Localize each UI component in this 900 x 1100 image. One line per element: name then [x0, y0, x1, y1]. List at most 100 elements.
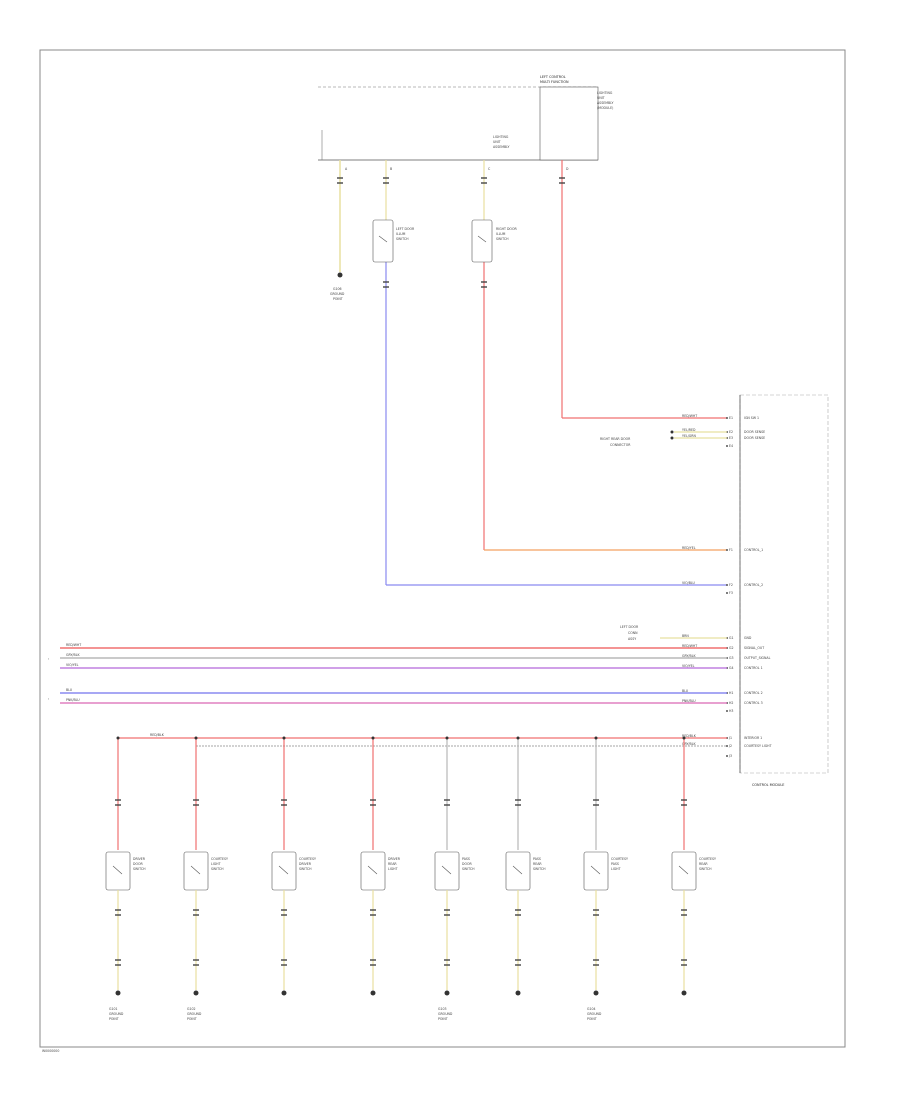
pin-function-label: COURTESY LIGHT	[744, 744, 772, 748]
pin-a-label: A	[345, 167, 348, 171]
door-connector-note-2: CONNECTOR	[610, 443, 631, 447]
switch-contact-icon	[367, 865, 378, 875]
switch-contact-icon	[378, 235, 388, 243]
left-arrow-icon: ‹	[48, 657, 49, 661]
ground-symbol-icon	[281, 990, 287, 996]
top-module-text-r2: UNIT	[597, 96, 605, 100]
pin-wire-label: RED/YEL	[682, 546, 696, 550]
switch-body	[360, 851, 386, 891]
left-wire-label-4: BLU	[66, 688, 73, 692]
ground-symbol-icon	[593, 990, 599, 996]
switch-body	[183, 851, 209, 891]
bottom-ground-label: GROUND	[438, 1012, 453, 1016]
left-wire-label-3: VIO/YEL	[66, 663, 79, 667]
pin-number: E1	[729, 416, 733, 420]
top-left-switch-label-2: ILLUM	[396, 232, 406, 236]
switch-body	[434, 851, 460, 891]
switch-body	[372, 219, 394, 263]
pin-terminal-icon	[726, 755, 728, 757]
switch-contact-icon	[678, 865, 689, 875]
pin-function-label: GND	[744, 636, 752, 640]
left-door-note-1: LEFT DOOR	[620, 625, 639, 629]
splice-dot-icon	[445, 736, 449, 740]
pin-wire-label: PNK/BLU	[682, 699, 696, 703]
bottom-switch-label: COURTESY	[611, 857, 628, 861]
door-connector-note: RIGHT REAR DOOR CONNECTOR	[600, 430, 727, 447]
bottom-switch-label: PASS	[462, 857, 470, 861]
pin-wire-label: RED/BLK	[682, 734, 697, 738]
pin-wire-label: GRY/BLK	[682, 742, 696, 746]
pin-wire-label: BLU	[682, 689, 689, 693]
bottom-ground-label: GROUND	[587, 1012, 602, 1016]
pin-wire-label: VIO/YEL	[682, 664, 695, 668]
bottom-switch-label: DOOR	[133, 862, 143, 866]
pin-wire-label: GRY/BLK	[682, 654, 696, 658]
splice-dot-icon	[282, 736, 286, 740]
bottom-switch-label: SWITCH	[699, 867, 712, 871]
pin-number: J2	[728, 744, 732, 748]
pin-function-label: DOOR SENSE	[744, 430, 765, 434]
pin-wire-label: VIO/BLU	[682, 581, 696, 585]
switch-body	[105, 851, 131, 891]
top-module-text-r1: LIGHTING	[597, 91, 613, 95]
bottom-switch-label: PASS	[611, 862, 619, 866]
top-right-switch: RIGHT DOOR ILLUM SWITCH	[471, 219, 517, 263]
bottom-switch-label: DRIVER	[133, 857, 146, 861]
pin-number: G1	[729, 636, 734, 640]
top-module-text-m3: ASSEMBLY	[493, 145, 510, 149]
bottom-switches: DRIVERDOORSWITCHG101GROUNDPOINTCOURTESYL…	[105, 736, 716, 1021]
right-module-dashed-outline	[739, 394, 829, 774]
top-module-title-1: LEFT CONTROL	[540, 75, 566, 79]
top-left-switch-label-1: LEFT DOOR	[396, 227, 415, 231]
top-ground-label-1: G106	[333, 287, 342, 291]
bottom-switch-label: PASS	[533, 857, 541, 861]
bottom-switch-label: REAR	[388, 862, 397, 866]
bottom-switch-label: SWITCH	[299, 867, 312, 871]
ground-symbol-icon	[337, 272, 343, 278]
switch-contact-icon	[190, 865, 201, 875]
bottom-switch-label: DRIVER	[388, 857, 401, 861]
pin-number: G2	[729, 646, 734, 650]
splice-dot-icon	[594, 736, 598, 740]
left-door-note-2: CONN	[628, 631, 638, 635]
bottom-switch-label: SWITCH	[533, 867, 546, 871]
switch-contact-icon	[112, 865, 123, 875]
top-connector-ticks	[337, 177, 565, 288]
switch-contact-icon	[477, 235, 487, 243]
splice-dot-icon	[682, 736, 686, 740]
bottom-ground-label: G102	[187, 1007, 196, 1011]
bottom-switch-label: LIGHT	[211, 862, 221, 866]
pin-function-label: IGN SW 1	[744, 416, 759, 420]
pin-number: E4	[729, 444, 733, 448]
ground-symbol-icon	[515, 990, 521, 996]
pin-number: F2	[729, 583, 733, 587]
switch-contact-icon	[278, 865, 289, 875]
pin-b-label: B	[390, 167, 392, 171]
left-horizontal-wires: RED/WHT GRY/BLK VIO/YEL BLU PNK/BLU ‹ ‹	[48, 643, 727, 704]
switch-body	[505, 851, 531, 891]
top-module-text-r3: ASSEMBLY	[597, 101, 614, 105]
top-left-switch: LEFT DOOR ILLUM SWITCH	[372, 219, 415, 263]
bottom-switch-label: COURTESY	[299, 857, 316, 861]
top-module: LEFT CONTROL MULTI FUNCTION LIGHTING UNI…	[318, 75, 614, 171]
connector-dot-icon	[670, 436, 674, 440]
top-module-text-m2: UNIT	[493, 140, 501, 144]
splice-dot-icon	[194, 736, 198, 740]
pin-number: F3	[729, 591, 733, 595]
bottom-switch-label: DOOR	[462, 862, 472, 866]
bottom-switch-label: REAR	[699, 862, 708, 866]
bottom-switch-label: LIGHT	[388, 867, 398, 871]
pin-c-label: C	[488, 167, 491, 171]
top-ground: G106 GROUND POINT	[330, 272, 345, 301]
bottom-ground-label: GROUND	[187, 1012, 202, 1016]
bottom-switch-label: COURTESY	[699, 857, 716, 861]
pin-terminal-icon	[726, 592, 728, 594]
